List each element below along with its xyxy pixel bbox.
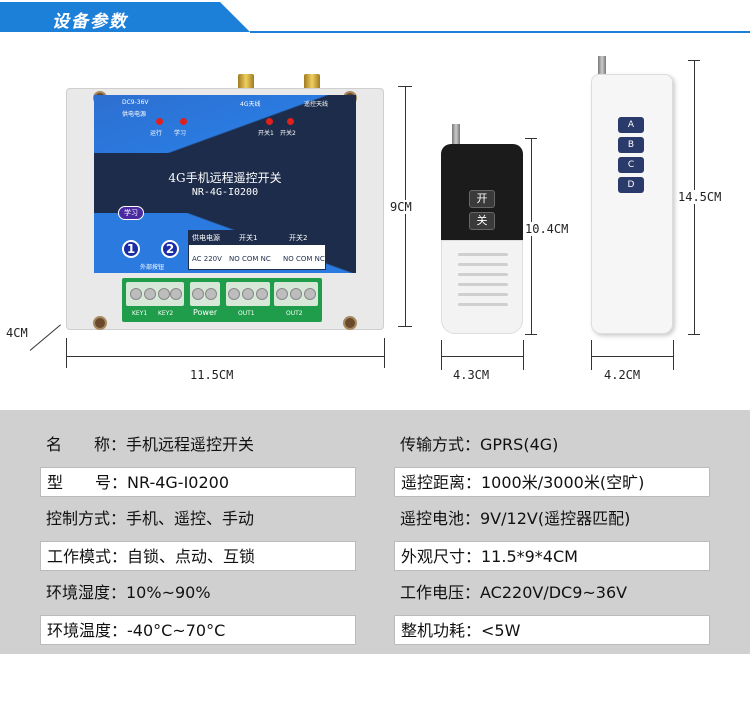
label-run: 运行 [150, 130, 163, 137]
external-button-1[interactable]: 1 [122, 240, 140, 258]
spec-control-mode: 控制方式：手机、遥控、手动 [46, 509, 255, 528]
terminal-strip: KEY1 KEY2 Power OUT1 OUT2 [122, 278, 322, 322]
label-antenna-4g: 4G天线 [240, 101, 261, 108]
remote1-open-button[interactable]: 开 [469, 190, 495, 208]
remote1-top: 开 关 [441, 144, 523, 240]
wiring-table: 供电电源 开关1 开关2 AC 220V NO COM NC NO COM NC [188, 230, 327, 270]
spec-name: 名 称：手机远程遥控开关 [46, 435, 255, 454]
dim-line-remote2-width [591, 356, 673, 357]
terminal-label-power: Power [193, 308, 218, 317]
label-dc: DC9-36V [122, 99, 149, 106]
remote2-button-b[interactable]: B [618, 137, 644, 153]
device-title: 4G手机远程遥控开关 [168, 171, 282, 185]
terminal-label-key1: KEY1 [132, 310, 148, 317]
header-title: 设备参数 [52, 12, 128, 32]
mount-hole-icon [93, 316, 107, 330]
terminal-label-key2: KEY2 [158, 310, 174, 317]
remote2-button-c[interactable]: C [618, 157, 644, 173]
led-switch1-icon [266, 118, 273, 125]
label-switch1: 开关1 [258, 130, 274, 137]
remote2-button-d[interactable]: D [618, 177, 644, 193]
led-run-icon [156, 118, 163, 125]
spec-transmission: 传输方式：GPRS(4G) [400, 435, 559, 454]
spec-model: 型 号：NR-4G-I0200 [40, 467, 356, 497]
dim-width-main: 11.5CM [190, 368, 234, 382]
wiring-header-power: 供电电源 [192, 234, 220, 242]
remote-small-image: 开 关 [441, 144, 523, 334]
spec-work-mode: 工作模式：自锁、点动、互锁 [40, 541, 356, 571]
led-learn-icon [180, 118, 187, 125]
terminal-block-out1 [226, 282, 270, 306]
device-model: NR-4G-I0200 [191, 187, 259, 198]
spec-temperature: 环境温度：-40°C~70°C [40, 615, 356, 645]
remote-tall-image: A B C D [591, 74, 673, 334]
wiring-value-switch1: NO COM NC [229, 255, 271, 263]
dim-line-width-main [66, 356, 384, 357]
remote2-antenna-icon [598, 56, 606, 76]
dim-height-main: 9CM [390, 200, 412, 214]
wiring-header-switch2: 开关2 [289, 234, 308, 242]
external-button-2[interactable]: 2 [161, 240, 179, 258]
terminal-label-out1: OUT1 [238, 310, 255, 317]
remote1-antenna-icon [452, 124, 460, 146]
dim-line-depth-main [29, 324, 61, 351]
header-divider [250, 31, 750, 33]
led-switch2-icon [287, 118, 294, 125]
label-power-source: 供电电源 [122, 111, 147, 118]
terminal-label-out2: OUT2 [286, 310, 303, 317]
remote2-button-a[interactable]: A [618, 117, 644, 133]
terminal-block-power [190, 282, 220, 306]
mount-hole-icon [343, 316, 357, 330]
spec-remote-battery: 遥控电池：9V/12V(遥控器匹配) [400, 509, 631, 528]
label-external-buttons: 外部按钮 [140, 264, 165, 271]
dim-line-remote1-height [531, 138, 532, 334]
section-header: 设备参数 [0, 0, 750, 34]
spec-table [0, 410, 750, 654]
dim-remote1-height: 10.4CM [525, 222, 569, 236]
panel-top-stripe [94, 95, 356, 153]
remote1-close-button[interactable]: 关 [469, 212, 495, 230]
spec-power-consumption: 整机功耗：<5W [394, 615, 710, 645]
label-switch2: 开关2 [280, 130, 296, 137]
spec-dimensions: 外观尺寸：11.5*9*4CM [394, 541, 710, 571]
spec-humidity: 环境湿度：10%~90% [46, 583, 211, 602]
dim-remote1-width: 4.3CM [453, 368, 490, 382]
learn-button[interactable]: 学习 [118, 206, 144, 220]
spec-voltage: 工作电压：AC220V/DC9~36V [400, 583, 628, 602]
dim-line-remote1-width [441, 356, 523, 357]
wiring-header-switch1: 开关1 [239, 234, 258, 242]
wiring-table-header: 供电电源 开关1 开关2 [189, 231, 327, 245]
dim-remote2-width: 4.2CM [604, 368, 641, 382]
dim-depth-main: 4CM [6, 326, 28, 340]
header-tab: 设备参数 [0, 2, 250, 32]
wiring-value-switch2: NO COM NC [283, 255, 325, 263]
terminal-block-out2 [274, 282, 318, 306]
remote1-body [441, 240, 523, 334]
label-antenna-remote: 遥控天线 [304, 101, 329, 108]
label-learn: 学习 [174, 130, 187, 137]
dim-remote2-height: 14.5CM [678, 190, 722, 204]
terminal-block-key [126, 282, 184, 306]
wiring-value-power: AC 220V [192, 255, 222, 263]
spec-remote-distance: 遥控距离：1000米/3000米(空旷) [394, 467, 710, 497]
